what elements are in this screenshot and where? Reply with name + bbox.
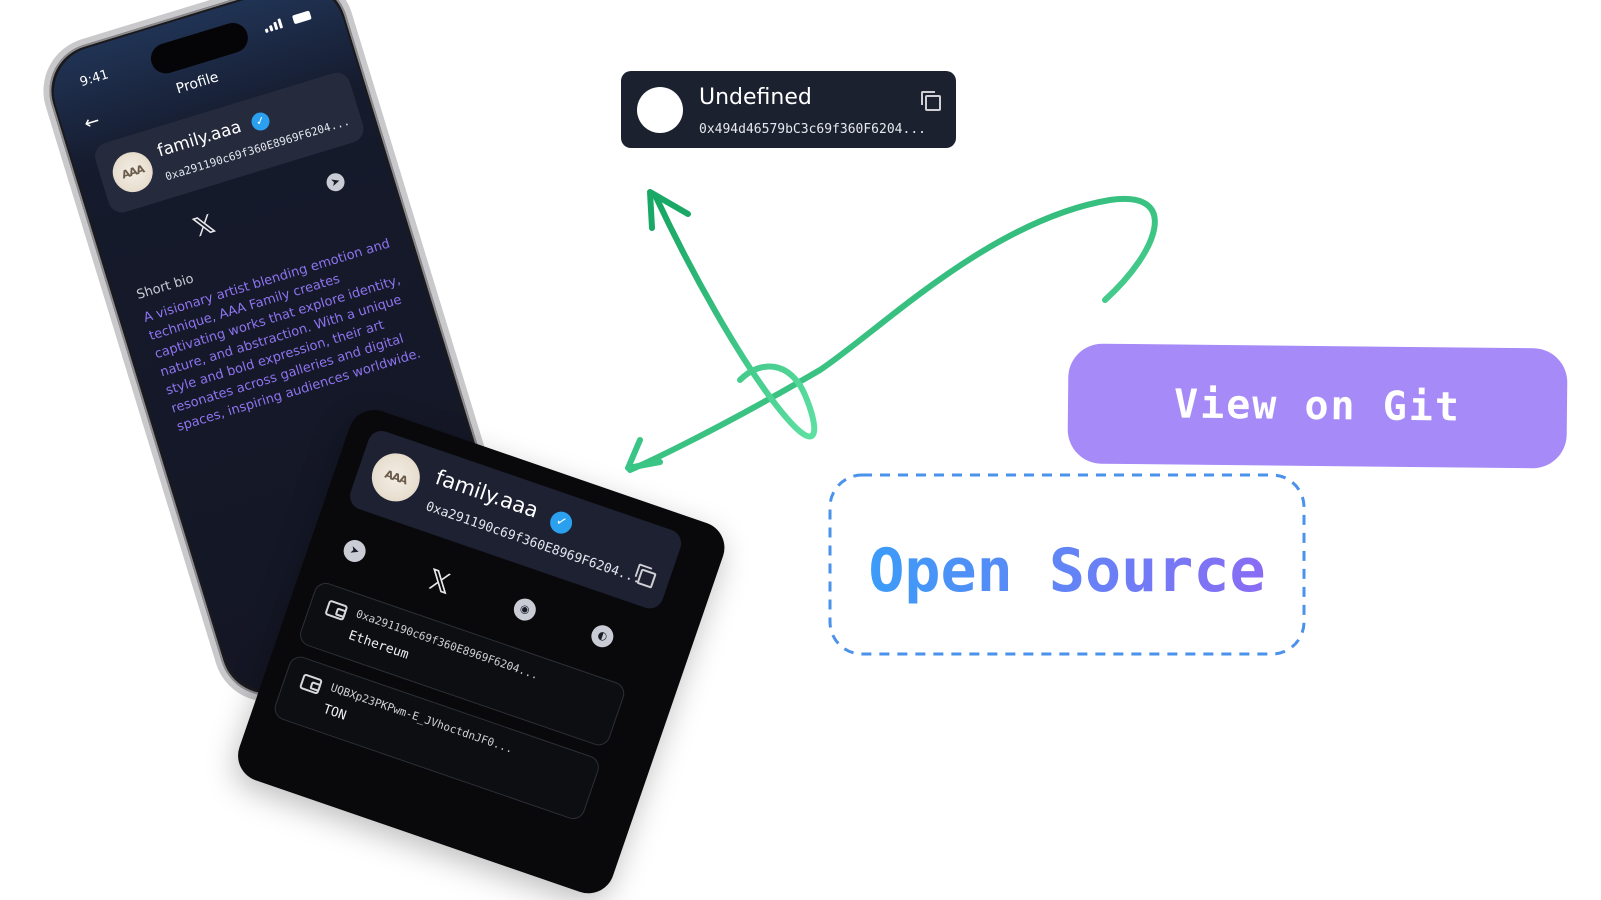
telegram-icon[interactable]: ➤ xyxy=(324,170,347,194)
status-time: 9:41 xyxy=(78,67,111,91)
arrow-left-icon[interactable]: ← xyxy=(81,110,103,135)
profile-card: AAA family.aaa ✓ 0xa291190c69f360E8969F6… xyxy=(91,69,368,216)
x-icon[interactable]: 𝕏 xyxy=(423,562,456,602)
view-on-git-button[interactable]: View on Git xyxy=(1067,343,1568,469)
open-source-badge: Open Source xyxy=(828,473,1306,656)
avatar: AAA xyxy=(107,147,158,198)
open-source-label: Open Source xyxy=(868,536,1265,606)
wallet-icon xyxy=(324,599,349,622)
x-icon[interactable]: 𝕏 xyxy=(189,209,219,244)
profile-header: AAA family.aaa ✓ 0xa291190c69f360E8969F6… xyxy=(346,427,685,613)
profile-address[interactable]: 0x494d46579bC3c69f360F6204... xyxy=(699,122,926,137)
copy-icon[interactable] xyxy=(921,91,941,111)
verified-badge-icon: ✓ xyxy=(547,508,576,537)
page-title: Profile xyxy=(174,69,221,98)
copy-icon[interactable] xyxy=(636,568,657,589)
dynamic-island xyxy=(147,19,252,78)
dashed-border xyxy=(828,473,1306,656)
bio-text: A visionary artist blending emotion and … xyxy=(141,236,423,435)
signal-wifi-battery-icon xyxy=(262,7,313,34)
profile-name: Undefined xyxy=(699,85,812,110)
telegram-icon[interactable]: ➤ xyxy=(340,536,369,565)
verified-badge-icon: ✓ xyxy=(249,110,272,133)
discord-icon[interactable]: ◉ xyxy=(510,595,539,624)
avatar-placeholder xyxy=(637,87,683,133)
wallet-icon xyxy=(298,673,324,695)
undefined-profile-card: Undefined 0x494d46579bC3c69f360F6204... xyxy=(621,71,956,148)
avatar: AAA xyxy=(365,446,427,508)
github-icon[interactable]: ◐ xyxy=(588,622,617,651)
wallet-chain: TON xyxy=(321,701,349,724)
